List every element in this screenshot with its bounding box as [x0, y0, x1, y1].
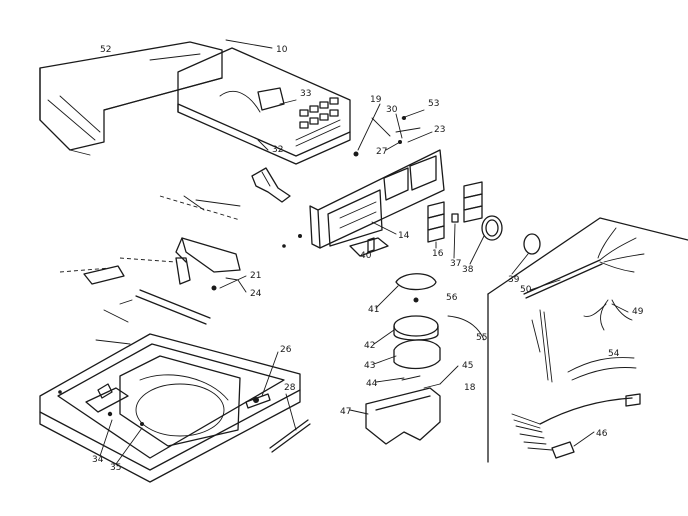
- callout-52: 52: [100, 45, 111, 55]
- callout-40: 40: [360, 251, 372, 261]
- leader-lines: [99, 39, 629, 465]
- callout-26: 26: [280, 345, 292, 355]
- tray-arm-assembly: [59, 195, 241, 345]
- harness-left-lead: [531, 309, 553, 383]
- main-harness: [523, 227, 645, 299]
- callout-28: 28: [284, 383, 296, 393]
- callout-43: 43: [364, 361, 375, 371]
- harness-49: [583, 299, 633, 331]
- mounting-bracket: [251, 167, 291, 203]
- dial-knob: [523, 233, 541, 255]
- callout-44: 44: [366, 379, 378, 389]
- callout-10: 10: [276, 45, 288, 55]
- callout-42: 42: [364, 341, 375, 351]
- pin-37: [451, 213, 459, 223]
- latch-part: [349, 237, 389, 257]
- rod-28: [269, 419, 311, 453]
- callout-19: 19: [370, 95, 382, 105]
- callout-23: 23: [434, 125, 445, 135]
- motor-leads: [401, 375, 441, 389]
- callout-16: 16: [432, 249, 444, 259]
- callout-labels: 52 10 33 19 30 53 32 27 23 14 16 37 38 3…: [92, 45, 644, 473]
- blower-housing: [365, 387, 441, 445]
- motor-drum: [393, 315, 485, 341]
- callout-45: 45: [462, 361, 473, 371]
- callout-49: 49: [632, 307, 644, 317]
- callout-54: 54: [608, 349, 620, 359]
- callout-32: 32: [272, 145, 283, 155]
- harness-46: [511, 393, 641, 459]
- callout-21: 21: [250, 271, 261, 281]
- callout-30: 30: [386, 105, 398, 115]
- dial-ring: [481, 215, 503, 241]
- front-control-panel: [309, 149, 445, 249]
- callout-46: 46: [596, 429, 608, 439]
- upper-chassis-plate: [177, 47, 351, 165]
- callout-33: 33: [300, 89, 311, 99]
- small-fasteners: [282, 116, 421, 248]
- fan-cap: [395, 273, 437, 303]
- callout-37: 37: [450, 259, 461, 269]
- motor-housing: [393, 339, 441, 370]
- cabinet-top-cover: [39, 41, 223, 156]
- button-cap-stack-right: [463, 181, 483, 223]
- callout-24: 24: [250, 289, 262, 299]
- callout-55: 55: [476, 333, 487, 343]
- base-tray: [39, 333, 301, 483]
- callout-53: 53: [428, 99, 439, 109]
- callout-14: 14: [398, 231, 410, 241]
- callout-56: 56: [446, 293, 458, 303]
- callout-27: 27: [376, 147, 387, 157]
- callout-39: 39: [508, 275, 520, 285]
- callout-35: 35: [110, 463, 121, 473]
- callout-38: 38: [462, 265, 474, 275]
- callout-47: 47: [340, 407, 351, 417]
- callout-18: 18: [464, 383, 476, 393]
- button-cap-stack-left: [427, 201, 445, 243]
- callout-34: 34: [92, 455, 104, 465]
- wire-54: [567, 357, 637, 381]
- wiring-panel-frame: [487, 217, 688, 463]
- callout-50: 50: [520, 285, 532, 295]
- callout-41: 41: [368, 305, 379, 315]
